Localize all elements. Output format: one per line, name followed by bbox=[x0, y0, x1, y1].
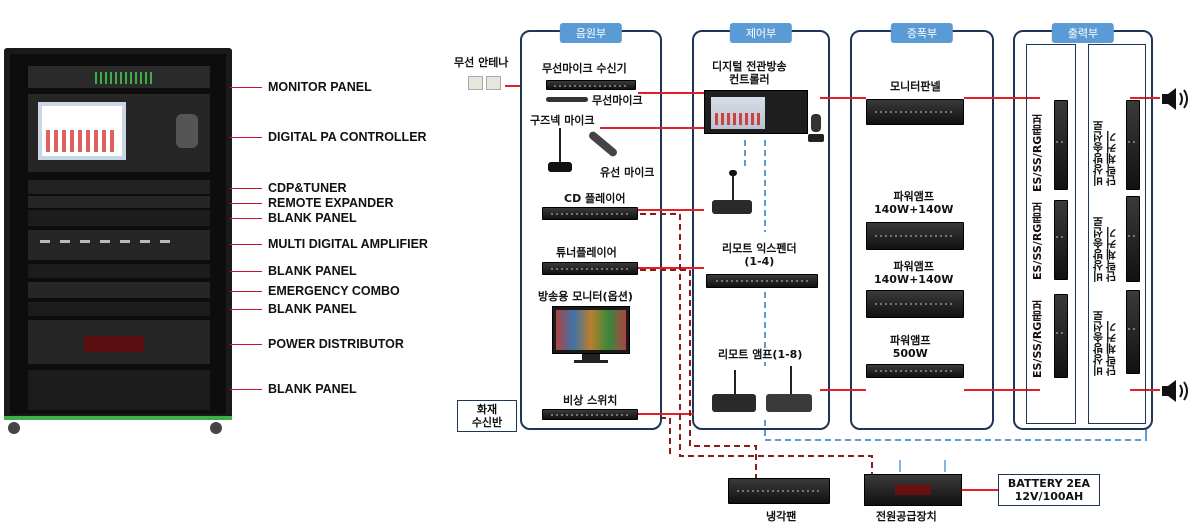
rack-label-blank-panel: BLANK PANEL bbox=[268, 382, 357, 396]
power-amp-3-device bbox=[866, 364, 964, 378]
emergency-switch-label: 비상 스위치 bbox=[563, 394, 618, 407]
remote-amp-device-1 bbox=[712, 370, 758, 414]
fault-detect-3-label: 비상방송선로 단락체커기 bbox=[1092, 310, 1118, 376]
remote-amp-label: 리모트 앰프(1-8) bbox=[718, 348, 803, 361]
pa-controller-device bbox=[704, 90, 808, 134]
fire-receiver-box: 화재 수신반 bbox=[457, 400, 517, 432]
cd-player-device bbox=[542, 207, 638, 220]
leader-line bbox=[230, 87, 262, 88]
wired-mic-label: 유선 마이크 bbox=[600, 166, 655, 179]
es-ss-rg-3-device bbox=[1054, 294, 1068, 378]
monitor-label: 방송용 모니터(옵션) bbox=[538, 290, 633, 303]
fault-detect-column bbox=[1088, 44, 1146, 424]
speaker-icon bbox=[1162, 380, 1188, 402]
monitor-panel-device bbox=[866, 99, 964, 125]
equipment-rack bbox=[0, 0, 240, 440]
power-amp-2-label: 파워앰프 140W+140W bbox=[874, 260, 954, 286]
leader-line bbox=[230, 309, 262, 310]
gooseneck-mic-label: 구즈넥 마이크 bbox=[530, 114, 595, 127]
tuner-device bbox=[542, 262, 638, 275]
es-ss-rg-1-label: ES/SS/RG콤보 bbox=[1031, 113, 1044, 192]
rack-label-blank-panel: BLANK PANEL bbox=[268, 211, 357, 225]
remote-expander-device bbox=[706, 274, 818, 288]
monitor-panel-label: 모니터판넬 bbox=[890, 80, 941, 93]
battery-label: BATTERY 2EA 12V/100AH bbox=[1007, 477, 1091, 503]
pa-controller-mic-icon bbox=[808, 114, 824, 142]
rack-label-digital-pa-controller: DIGITAL PA CONTROLLER bbox=[268, 130, 427, 144]
wireless-mic-label: 무선마이크 bbox=[592, 94, 643, 107]
cooling-fan-label: 냉각팬 bbox=[766, 510, 797, 523]
power-supply-label: 전원공급장치 bbox=[876, 510, 937, 523]
fault-detect-1-device bbox=[1126, 100, 1140, 190]
remote-amp-device-2 bbox=[766, 366, 814, 414]
tuner-label: 튜너플레이어 bbox=[556, 246, 617, 259]
section-output: 출력부 bbox=[1013, 23, 1153, 430]
leader-line bbox=[230, 218, 262, 219]
leader-line bbox=[230, 271, 262, 272]
cd-player-label: CD 플레이어 bbox=[564, 192, 626, 205]
leader-line bbox=[230, 389, 262, 390]
leader-line bbox=[230, 203, 262, 204]
es-ss-rg-2-device bbox=[1054, 200, 1068, 280]
fault-detect-1-label: 비상방송선로 단락체커기 bbox=[1092, 120, 1118, 186]
monitor-icon bbox=[552, 306, 630, 364]
section-title-output: 출력부 bbox=[1051, 23, 1115, 43]
section-title-source: 음원부 bbox=[559, 23, 623, 43]
rack-label-power-distributor: POWER DISTRIBUTOR bbox=[268, 337, 404, 351]
fault-detect-3-device bbox=[1126, 290, 1140, 374]
fault-detect-2-device bbox=[1126, 196, 1140, 282]
speaker-icon bbox=[1162, 88, 1188, 110]
pa-controller-label: 디지털 전관방송 컨트롤러 bbox=[712, 60, 787, 86]
rack-label-remote-expander: REMOTE EXPANDER bbox=[268, 196, 394, 210]
battery-box: BATTERY 2EA 12V/100AH bbox=[998, 474, 1100, 506]
rack-label-multi-digital-amplifier: MULTI DIGITAL AMPLIFIER bbox=[268, 237, 428, 251]
leader-line bbox=[230, 344, 262, 345]
es-ss-rg-3-label: ES/SS/RG콤보 bbox=[1031, 299, 1044, 378]
power-amp-1-device bbox=[866, 222, 964, 250]
wireless-receiver-device bbox=[546, 80, 636, 90]
rack-label-blank-panel: BLANK PANEL bbox=[268, 302, 357, 316]
es-ss-rg-column bbox=[1026, 44, 1076, 424]
leader-line bbox=[230, 244, 262, 245]
remote-expander-label: 리모트 익스펜더 (1-4) bbox=[722, 242, 797, 268]
wireless-mic-icon bbox=[546, 97, 588, 102]
antenna-icon bbox=[468, 74, 504, 92]
power-amp-3-label: 파워앰프 500W bbox=[890, 334, 931, 360]
rack-label-cdp-tuner: CDP&TUNER bbox=[268, 181, 347, 195]
desk-mic-icon bbox=[712, 170, 758, 216]
leader-line bbox=[230, 291, 262, 292]
fire-receiver-label: 화재 수신반 bbox=[471, 403, 503, 429]
power-amp-2-device bbox=[866, 290, 964, 318]
section-source: 음원부 bbox=[520, 23, 662, 430]
leader-line bbox=[230, 137, 262, 138]
section-title-amp: 증폭부 bbox=[890, 23, 954, 43]
wireless-receiver-label: 무선마이크 수신기 bbox=[542, 62, 627, 75]
rack-label-emergency-combo: EMERGENCY COMBO bbox=[268, 284, 400, 298]
rack-illustration bbox=[4, 48, 232, 434]
leader-line bbox=[230, 188, 262, 189]
es-ss-rg-1-device bbox=[1054, 100, 1068, 190]
power-amp-1-label: 파워앰프 140W+140W bbox=[874, 190, 954, 216]
gooseneck-mic-icon bbox=[548, 128, 572, 174]
emergency-switch-device bbox=[542, 409, 638, 420]
es-ss-rg-2-label: ES/SS/RG콤보 bbox=[1031, 201, 1044, 280]
rack-label-monitor-panel: MONITOR PANEL bbox=[268, 80, 372, 94]
section-title-control: 제어부 bbox=[729, 23, 793, 43]
fault-detect-2-label: 비상방송선로 단락체커기 bbox=[1092, 216, 1118, 282]
power-supply-device bbox=[864, 474, 962, 506]
antenna-label: 무선 안테나 bbox=[454, 56, 509, 69]
cooling-fan-device bbox=[728, 478, 830, 504]
rack-label-blank-panel: BLANK PANEL bbox=[268, 264, 357, 278]
